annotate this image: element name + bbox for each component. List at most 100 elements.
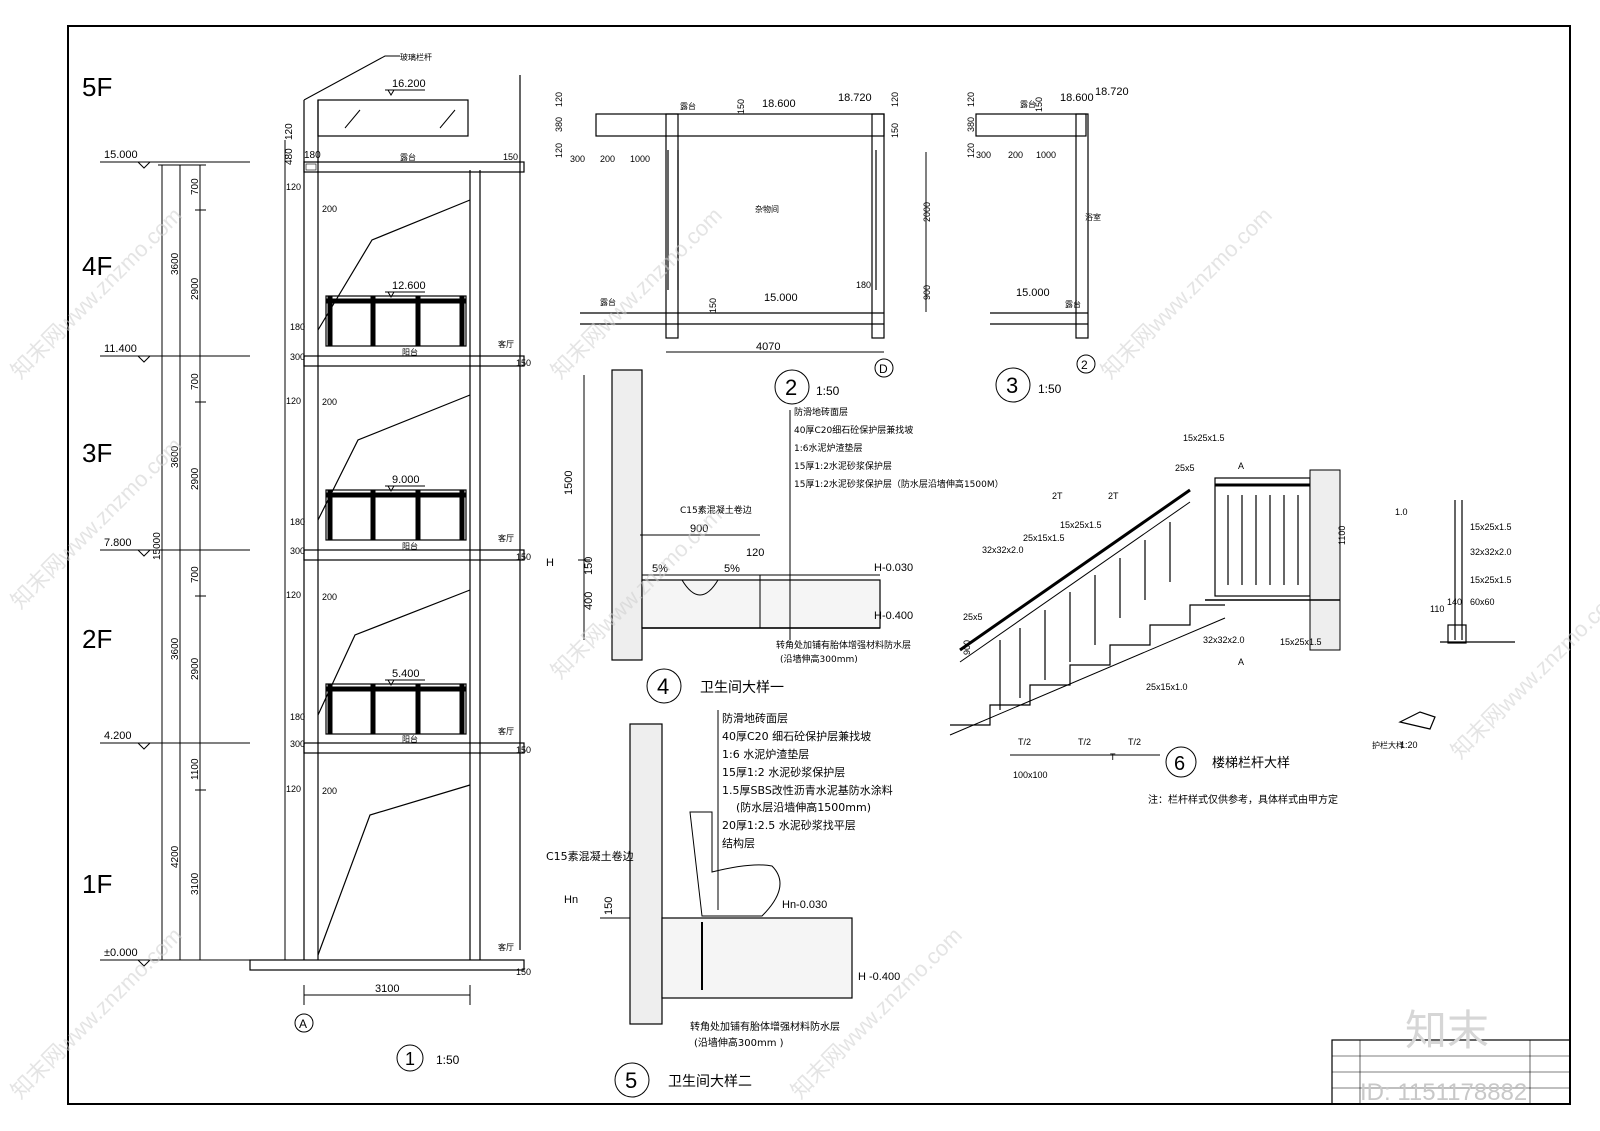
d3-grid-label: 2: [1081, 358, 1088, 372]
floor-label-5f: 5F: [82, 72, 112, 102]
d2-dim-380: 380: [554, 117, 564, 132]
d4-slope-2: 5%: [724, 563, 740, 575]
d6-spec-8: 100x100: [1013, 770, 1048, 780]
detail-number-5: 5: [625, 1068, 637, 1093]
d2-dim-120c: 120: [890, 92, 900, 107]
d5-corner-note: 转角处加铺有胎体增强材料防水层: [690, 1020, 840, 1033]
d6-spec-4b: 25x5: [963, 612, 983, 622]
level-4200: 4.200: [104, 730, 132, 742]
d6-small-spec-3: 32x32x2.0: [1470, 547, 1512, 557]
d6-dim-t2-2: T/2: [1078, 737, 1091, 747]
d2-dim-150b: 150: [890, 123, 900, 138]
detail-number-2: 2: [785, 375, 797, 400]
d5-layer-8: 结构层: [722, 836, 755, 850]
detail-bubble-4: [646, 668, 682, 704]
d6-dim-2t-1: 2T: [1052, 491, 1063, 501]
level-12600: 12.600: [392, 280, 426, 292]
roof-glass-railing: 玻璃栏杆 16.200: [303, 52, 469, 137]
dim-180-top: 180: [304, 150, 321, 161]
detail-number-1: 1: [405, 1049, 415, 1069]
d6-small-spec-1b: 15x25x1.5: [1470, 575, 1512, 585]
d6-small-dim-110: 110: [1430, 604, 1444, 614]
dim-200-1f: 200: [322, 786, 337, 796]
dim-4200-1f: 4200: [170, 845, 181, 868]
dim-3600-4f: 3600: [170, 252, 181, 275]
d2-level-18600: 18.600: [762, 98, 796, 110]
level-0000: ±0.000: [104, 947, 138, 959]
d6-spec-3: 32x32x2.0: [982, 545, 1024, 555]
grid-bubble-a: [294, 1013, 314, 1033]
brand-logo: 知末: [1405, 1006, 1489, 1055]
dim-700-4f: 700: [190, 178, 201, 195]
floor-label-2f: 2F: [82, 624, 112, 654]
section-detail-1: 5F 4F 3F 2F 1F 15.000 11.400 7.800 4.200…: [82, 52, 531, 1072]
d3-terrace-top: 露台: [1020, 99, 1036, 109]
d5-layer-5: 1.5厚SBS改性沥青水泥基防水涂料: [722, 783, 893, 797]
d3-room: 浴室: [1085, 212, 1101, 222]
label-living-2f: 客厅: [498, 726, 514, 736]
d2-dim-120: 120: [554, 92, 564, 107]
d6-spec-5: 25x15x1.0: [1146, 682, 1188, 692]
d2-terrace-bottom: 露台: [600, 297, 616, 307]
d5-layer-3: 1:6 水泥炉渣垫层: [722, 747, 809, 761]
dim-150-1f: 150: [516, 967, 531, 977]
detail-bubble-5: [614, 1062, 650, 1098]
d5-h2: H -0.400: [858, 971, 900, 983]
detail-bubble-1: [396, 1044, 424, 1072]
d6-small-dim-140: 140: [1447, 597, 1462, 607]
d2-dim-120b: 120: [554, 143, 564, 158]
d3-level-15000: 15.000: [1016, 287, 1050, 299]
level-15000: 15.000: [104, 149, 138, 161]
dim-3100-1f: 3100: [190, 872, 201, 895]
dim-120-1f: 120: [286, 784, 301, 794]
label-living-3f: 客厅: [498, 533, 514, 543]
title-block: [1331, 1039, 1571, 1105]
d4-slope-1: 5%: [652, 563, 668, 575]
detail-6: 15x25x1.5 15x25x1.5 25x15x1.5 32x32x2.0 …: [949, 433, 1515, 806]
d6-dim-t: T: [1110, 752, 1116, 762]
d5-hn: Hn: [564, 894, 578, 906]
d6-dim-t2-3: T/2: [1128, 737, 1141, 747]
d6-title: 楼梯栏杆大样: [1212, 756, 1290, 771]
watermark-6: 知末网www.znzmo.com: [1446, 582, 1600, 763]
d3-dim-300: 300: [976, 150, 991, 160]
dim-2900-2f: 2900: [190, 657, 201, 680]
dim-15000: 15000: [152, 532, 163, 560]
d6-spec-4: 25x5: [1175, 463, 1195, 473]
level-5400: 5.400: [392, 668, 420, 680]
grid-label-a: A: [299, 1017, 307, 1031]
floor-label-4f: 4F: [82, 251, 112, 281]
dim-300-3f: 300: [290, 546, 305, 556]
d4-title: 卫生间大样一: [700, 680, 784, 696]
detail-bubble-3: [995, 367, 1031, 403]
d6-small-spec-7: 1.0: [1395, 507, 1408, 517]
d3-level-18720: 18.720: [1095, 86, 1129, 98]
d5-layer-2: 40厚C20 细石砼保护层兼找坡: [722, 729, 871, 743]
d5-title: 卫生间大样二: [668, 1074, 752, 1090]
dim-200-2f: 200: [322, 592, 337, 602]
d4-h: H: [546, 557, 554, 569]
dim-120-3f: 120: [286, 396, 301, 406]
sheet-border: [67, 25, 1571, 1105]
dim-480: 480: [284, 148, 295, 165]
d5-corner-note2: (沿墙伸高300mm ): [694, 1036, 784, 1049]
dim-3600-3f: 3600: [170, 445, 181, 468]
d2-terrace-top: 露台: [680, 101, 696, 111]
d4-corner-note: 转角处加铺有胎体增强材料防水层: [776, 639, 911, 651]
d3-dim-380: 380: [966, 117, 976, 132]
d5-dim-150: 150: [603, 897, 615, 915]
dim-180-4f: 180: [290, 322, 305, 332]
d5-h1: Hn-0.030: [782, 899, 827, 911]
d6-spec-2: 25x15x1.5: [1023, 533, 1065, 543]
d2-dim-180: 180: [856, 280, 871, 290]
d2-width-4070: 4070: [756, 341, 780, 353]
d6-small-scale: 1:20: [1400, 740, 1418, 750]
d4-dim-150: 150: [583, 557, 595, 575]
d4-layer-2: 40厚C20细石砼保护层兼找坡: [794, 424, 913, 436]
label-living-1f: 客厅: [498, 942, 514, 952]
dim-150-roof: 150: [503, 152, 518, 162]
label-balcony-3f: 阳台: [402, 541, 418, 551]
dim-200-3f: 200: [322, 397, 337, 407]
d2-grid-label: D: [879, 362, 888, 376]
